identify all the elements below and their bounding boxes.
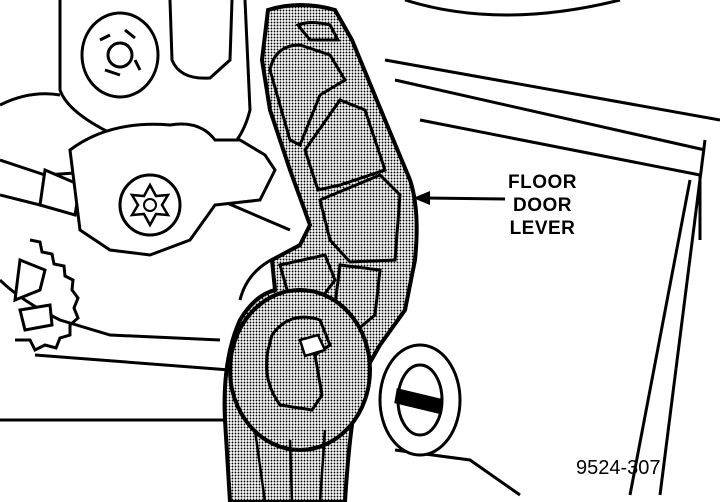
figure-number: 9524-307 — [576, 457, 661, 479]
floor-door-lever — [222, 3, 419, 502]
callout-line-2: DOOR — [513, 195, 572, 216]
pivot-bushing — [378, 343, 462, 457]
gear-segment — [13, 238, 80, 353]
leader-arrow — [413, 191, 506, 205]
upper-knob — [80, 11, 160, 99]
callout-line-3: LEVER — [509, 218, 576, 239]
callout-label: FLOOR DOOR LEVER — [508, 173, 577, 242]
torx-fastener — [118, 173, 182, 237]
callout-line-1: FLOOR — [508, 172, 577, 193]
